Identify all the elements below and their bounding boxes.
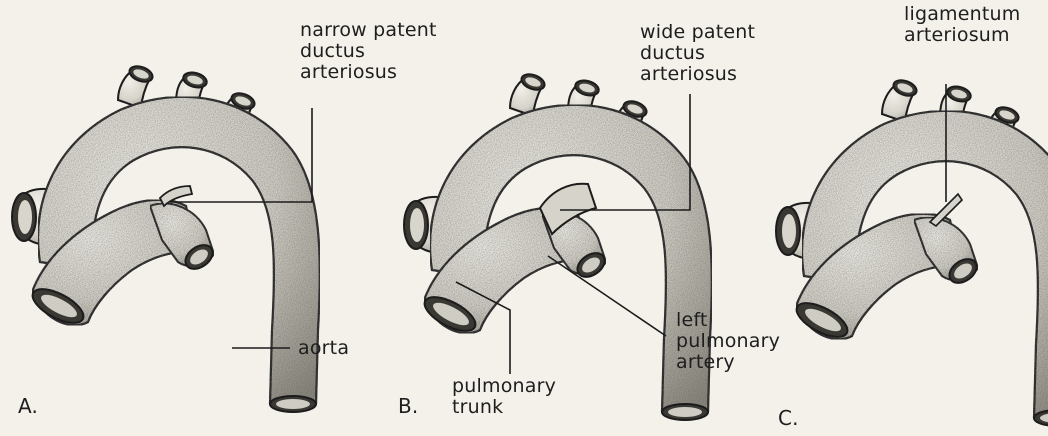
- panel-a-figure: [12, 63, 320, 412]
- left-pa-line-3: artery: [676, 352, 780, 373]
- wide-pda-line-2: ductus: [640, 43, 755, 64]
- pulmonary-trunk-line-2: trunk: [452, 397, 556, 418]
- narrow-pda-line-3: arteriosus: [300, 62, 437, 83]
- pulmonary-trunk-line-1: pulmonary: [452, 376, 556, 397]
- leader-left-pulmonary-artery: [548, 256, 666, 336]
- narrow-pda-line-1: narrow patent: [300, 20, 437, 41]
- narrow-pda-line-2: ductus: [300, 41, 437, 62]
- left-pa-line-1: left: [676, 310, 780, 331]
- panel-a-letter: A.: [18, 396, 38, 417]
- narrow-pda-label: narrow patent ductus arteriosus: [300, 20, 437, 83]
- pulmonary-trunk-label: pulmonary trunk: [452, 376, 556, 418]
- ligamentum-line-1: ligamentum: [904, 4, 1021, 25]
- wide-pda-line-3: arteriosus: [640, 64, 755, 85]
- panel-c-figure: [776, 77, 1048, 426]
- ligamentum-line-2: arteriosum: [904, 25, 1021, 46]
- left-pulmonary-artery-label: left pulmonary artery: [676, 310, 780, 373]
- wide-pda-label: wide patent ductus arteriosus: [640, 22, 755, 85]
- panel-b-letter: B.: [398, 396, 418, 417]
- ligamentum-label: ligamentum arteriosum: [904, 4, 1021, 46]
- wide-pda-line-1: wide patent: [640, 22, 755, 43]
- panel-b-figure: [404, 71, 712, 420]
- aorta-label: aorta: [298, 338, 349, 359]
- left-pa-line-2: pulmonary: [676, 331, 780, 352]
- panel-c-letter: C.: [778, 408, 799, 429]
